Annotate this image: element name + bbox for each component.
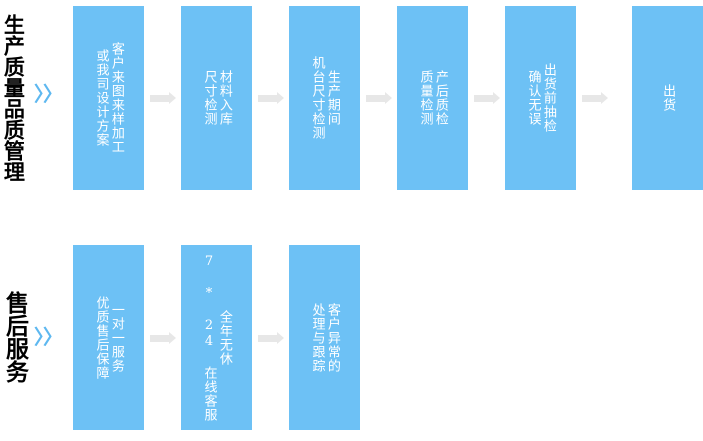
process-box-r2-s2[interactable]: 7 * 24 在线客服 全年无休 — [181, 245, 252, 430]
process-box-r1-s5[interactable]: 确认无误 出货前抽检 — [505, 6, 576, 190]
process-box-r1-s3-secondary: 生产期间 — [324, 70, 340, 126]
process-box-r1-s4[interactable]: 质量检测 产后质检 — [397, 6, 468, 190]
process-box-r1-s1-primary: 或我司设计方案 — [93, 49, 109, 147]
arrow-icon-r2-2 — [258, 332, 284, 344]
arrow-shaft — [366, 94, 385, 102]
process-box-r1-s2[interactable]: 尺寸检测 材料入库 — [181, 6, 252, 190]
row-label-after-sales-service: 售后服务 — [1, 291, 28, 383]
arrow-head — [169, 332, 176, 344]
process-box-r1-s4-secondary: 产后质检 — [432, 70, 448, 126]
arrow-shaft — [474, 94, 493, 102]
arrow-icon-r1-5 — [582, 92, 608, 104]
process-box-r1-s2-secondary: 材料入库 — [216, 70, 232, 126]
process-box-r1-s4-primary: 质量检测 — [417, 70, 433, 126]
arrow-shaft — [150, 94, 169, 102]
chevron-icon-after-sales-service: 〉〉 — [34, 325, 63, 349]
process-box-r1-s2-primary: 尺寸检测 — [201, 70, 217, 126]
process-box-r2-s3-secondary: 客户异常的 — [324, 302, 340, 373]
process-box-r2-s2-primary: 7 * 24 在线客服 — [201, 253, 217, 422]
process-box-r1-s3[interactable]: 机台尺寸检测 生产期间 — [289, 6, 360, 190]
process-box-r2-s1[interactable]: 优质售后保障 一对一服务 — [73, 245, 144, 430]
arrow-shaft — [258, 334, 277, 342]
arrow-icon-r1-4 — [474, 92, 500, 104]
process-box-r1-s6[interactable]: 出货 — [632, 6, 703, 190]
process-box-r1-s3-primary: 机台尺寸检测 — [309, 56, 325, 140]
process-box-r1-s6-primary: 出货 — [660, 84, 676, 112]
arrow-head — [601, 92, 608, 104]
arrow-icon-r1-3 — [366, 92, 392, 104]
arrow-shaft — [150, 334, 169, 342]
arrow-head — [169, 92, 176, 104]
arrow-icon-r2-1 — [150, 332, 176, 344]
row-label-production-quality: 生产质量品质管理 — [1, 14, 26, 182]
process-box-r1-s1-secondary: 客户来图来样加工 — [108, 42, 124, 154]
arrow-head — [277, 332, 284, 344]
process-box-r2-s1-secondary: 一对一服务 — [108, 302, 124, 373]
process-box-r1-s1[interactable]: 或我司设计方案 客户来图来样加工 — [73, 6, 144, 190]
process-box-r2-s1-primary: 优质售后保障 — [93, 295, 109, 380]
arrow-head — [277, 92, 284, 104]
arrow-shaft — [582, 94, 601, 102]
arrow-shaft — [258, 94, 277, 102]
process-box-r2-s3[interactable]: 处理与跟踪 客户异常的 — [289, 245, 360, 430]
arrow-head — [385, 92, 392, 104]
arrow-icon-r1-2 — [258, 92, 284, 104]
chevron-icon-production-quality: 〉〉 — [34, 82, 63, 106]
arrow-icon-r1-1 — [150, 92, 176, 104]
arrow-head — [493, 92, 500, 104]
process-box-r1-s5-primary: 确认无误 — [525, 70, 541, 126]
process-box-r2-s2-secondary: 全年无休 — [216, 309, 232, 366]
process-box-r1-s5-secondary: 出货前抽检 — [540, 63, 556, 133]
process-box-r2-s3-primary: 处理与跟踪 — [309, 302, 325, 373]
